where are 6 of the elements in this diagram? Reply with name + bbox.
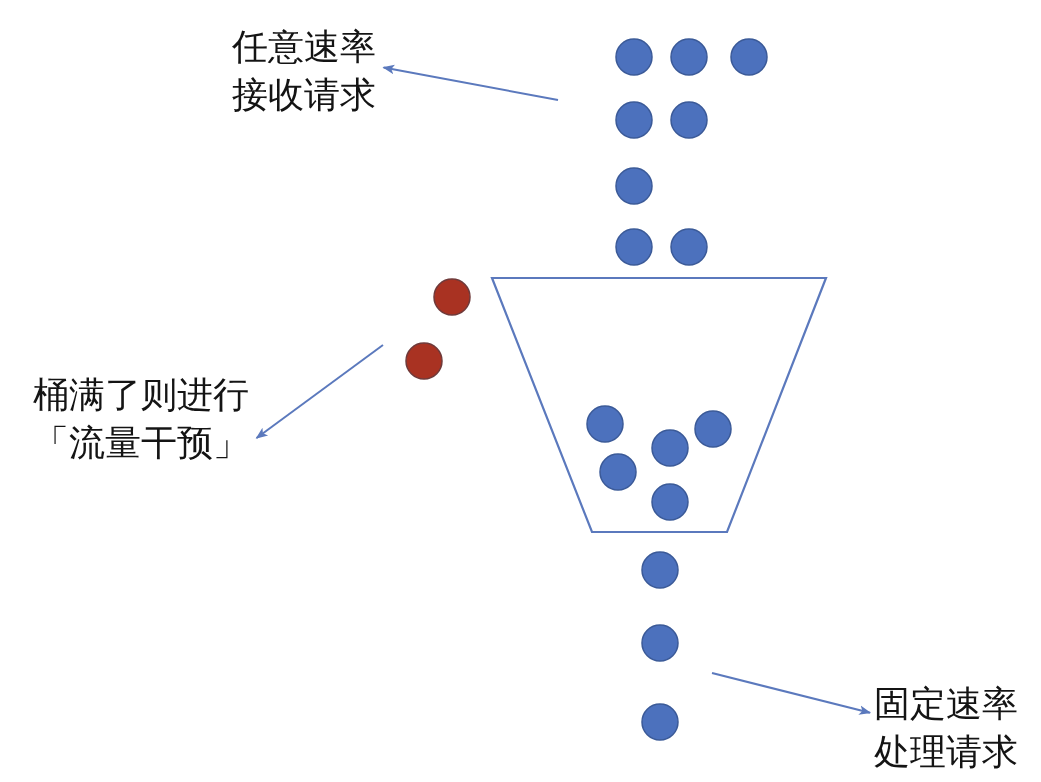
arrow <box>382 64 559 101</box>
annotation-text: 任意速率接收请求 <box>232 23 380 119</box>
annotation-text: 固定速率处理请求 <box>874 680 1022 776</box>
arrow <box>711 672 872 715</box>
annotation-text: 桶满了则进行「流量干预」 <box>33 371 253 467</box>
arrow <box>255 344 384 439</box>
